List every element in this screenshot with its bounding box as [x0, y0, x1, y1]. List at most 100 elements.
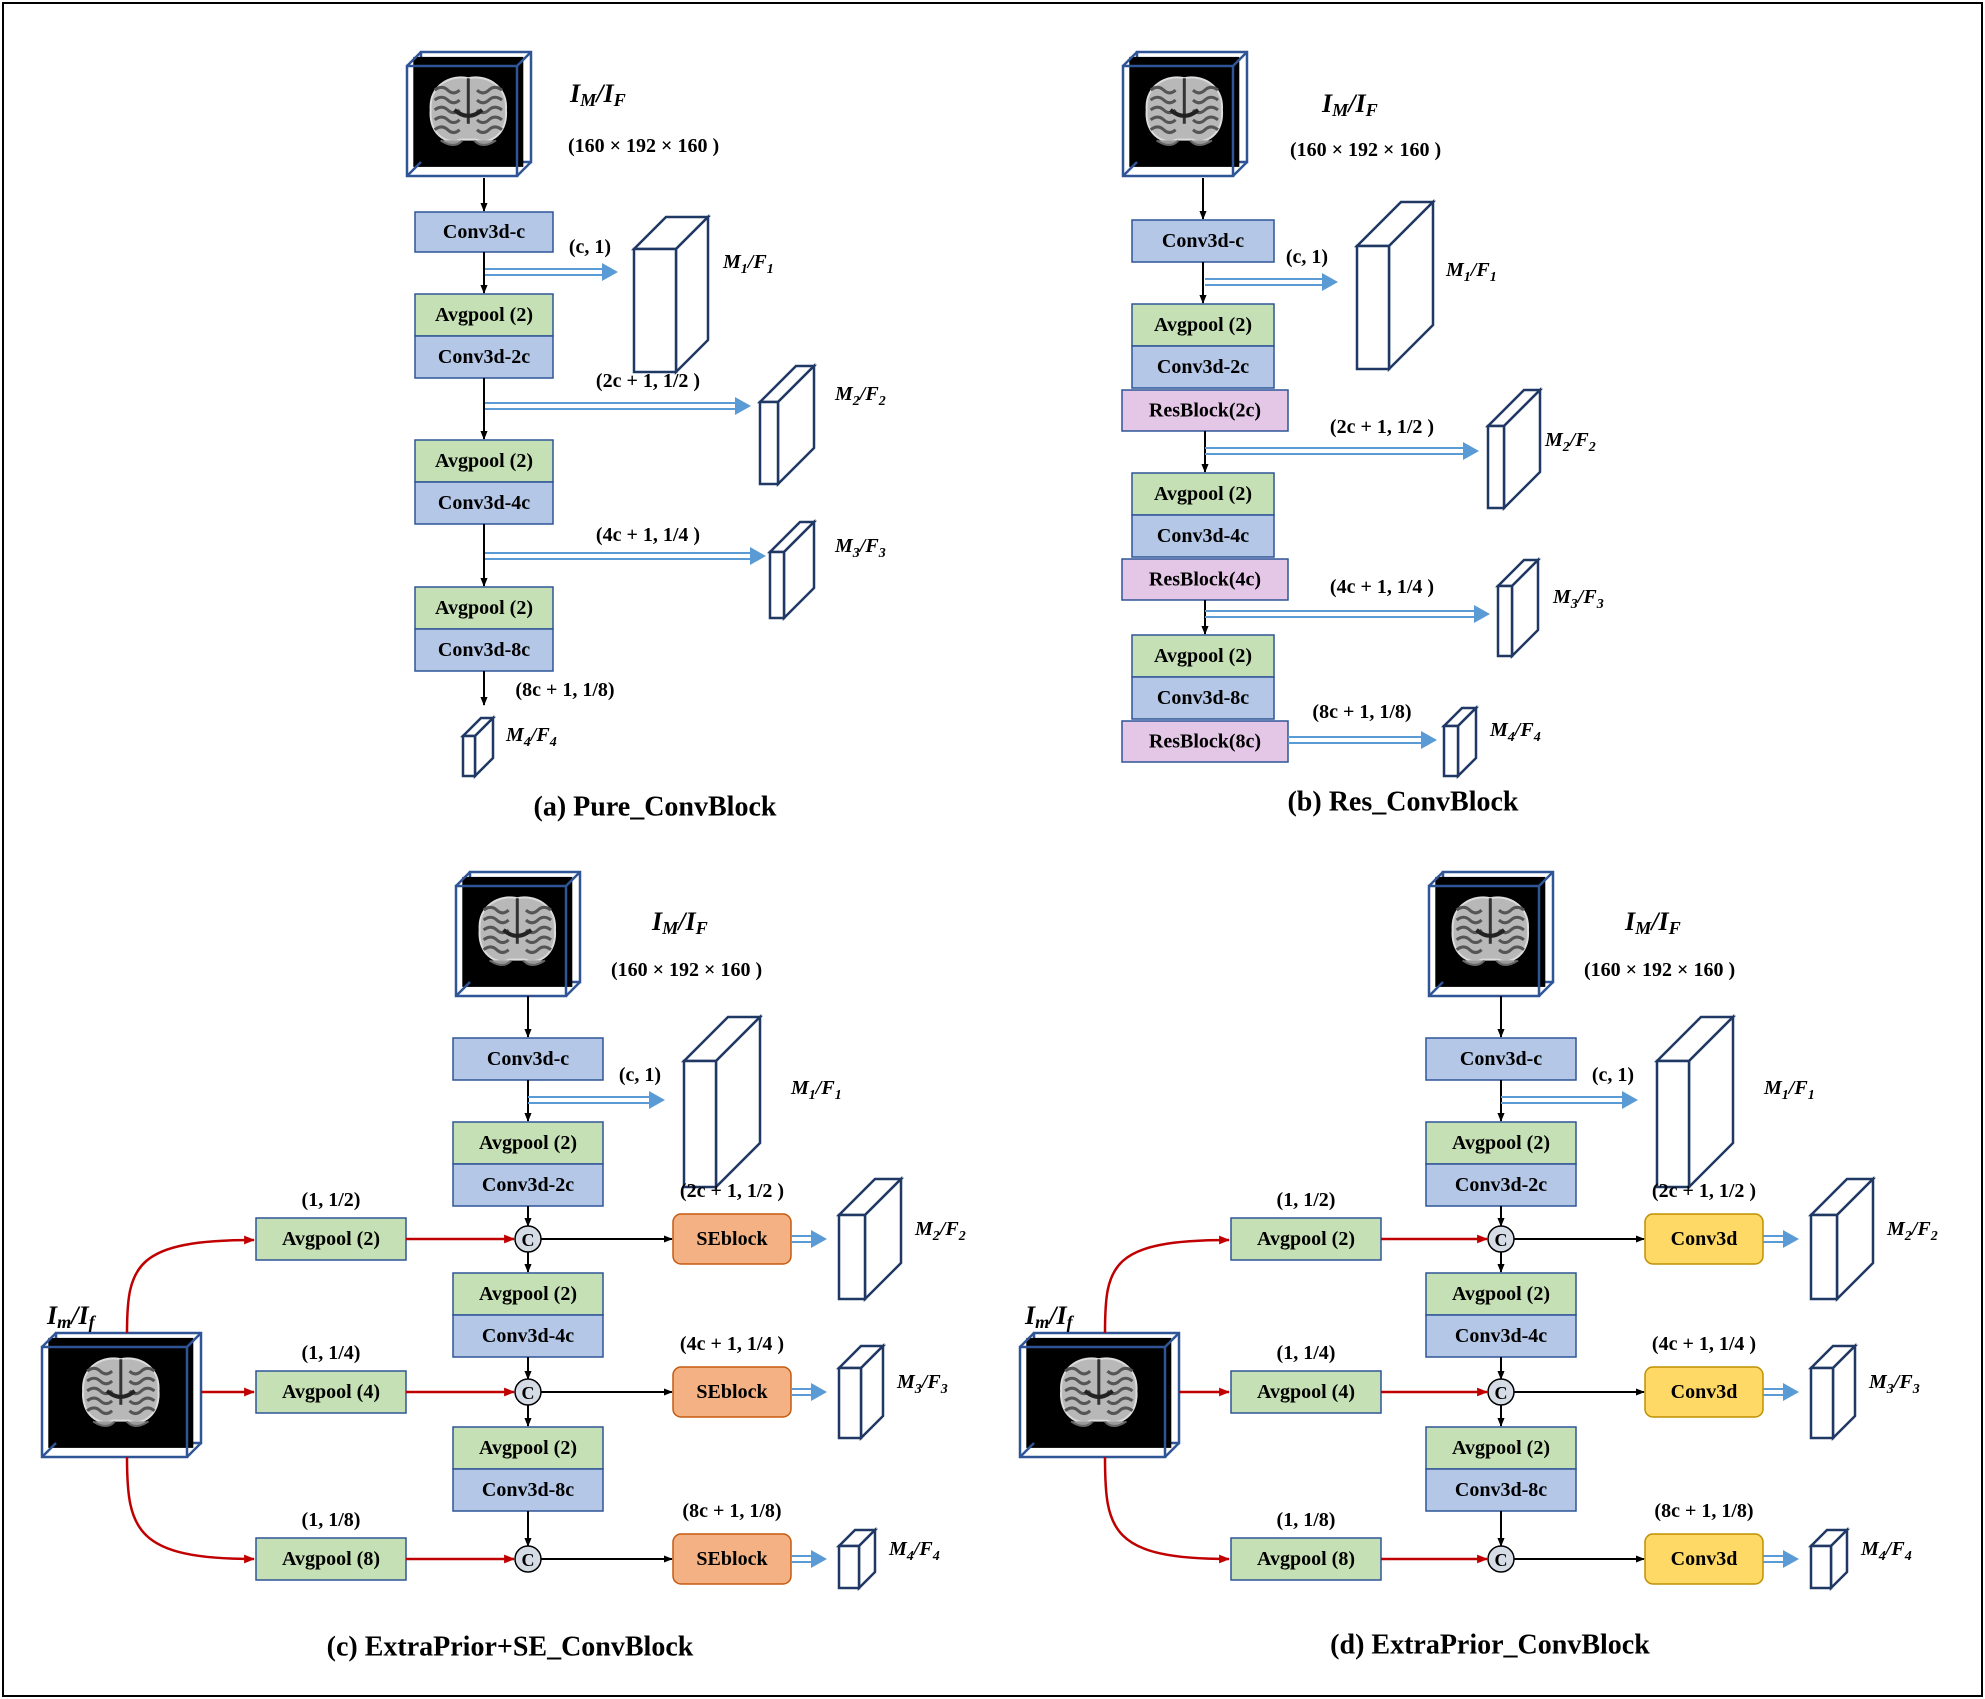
c-fm3: [837, 1366, 863, 1440]
c-seblock-3: [672, 1533, 792, 1585]
b-res-4c-label: ResBlock(4c): [1149, 569, 1261, 591]
a-out-2-head: [735, 397, 751, 415]
a-out-1-head: [602, 263, 618, 281]
d-concat-2-label: C: [1495, 1383, 1508, 1403]
d-concat-1-label: C: [1495, 1230, 1508, 1250]
a-s3: (4c + 1, 1/4 ): [596, 524, 700, 546]
c-prior-scale-2: (1, 1/4): [302, 1342, 361, 1364]
a-f3: M3/F3: [834, 535, 886, 561]
b-input-label: IM/IF: [1321, 89, 1378, 121]
c-scale-3: (8c + 1, 1/8): [682, 1500, 781, 1522]
c-f1: M1/F1: [790, 1077, 842, 1103]
d-prior-cube-edge: [1019, 1442, 1035, 1458]
d-scale-2: (4c + 1, 1/4 ): [1652, 1333, 1756, 1355]
d-prior-pool-2-label: Avgpool (4): [1257, 1381, 1355, 1403]
c-fm4: [837, 1544, 861, 1590]
a-s2: (2c + 1, 1/2 ): [596, 370, 700, 392]
b-fm2: [1486, 424, 1506, 510]
c-prior-cube-edge: [186, 1332, 202, 1348]
b-res-2c: [1121, 389, 1289, 432]
a-input-cube-edge: [406, 161, 422, 177]
b-avgpool-3: [1131, 634, 1275, 678]
d-s1: (c, 1): [1592, 1064, 1634, 1086]
b-f3: M3/F3: [1552, 586, 1604, 612]
d-conv-2-label: Conv3d-4c: [1455, 1325, 1547, 1347]
a-s1: (c, 1): [569, 236, 611, 258]
b-out-1-head: [1322, 273, 1338, 291]
c-s1: (c, 1): [619, 1064, 661, 1086]
c-prior-curve-3: [125, 1456, 256, 1564]
c-input-cube-edge: [455, 981, 471, 997]
b-out-4-head: [1421, 731, 1437, 749]
d-avgpool-2-label: Avgpool (2): [1452, 1283, 1550, 1305]
d-scale-1: (2c + 1, 1/2 ): [1652, 1180, 1756, 1202]
c-prior-pool-2-label: Avgpool (4): [282, 1381, 380, 1403]
d-prior-pool-1: [1230, 1217, 1382, 1261]
c-fm1: [682, 1059, 718, 1189]
b-conv-c-label: Conv3d-c: [1162, 230, 1244, 252]
b-size-label: (160 × 192 × 160 ): [1290, 139, 1441, 161]
b-res-8c: [1121, 720, 1289, 763]
c-conv-3: [452, 1468, 604, 1512]
b-f2: M2/F2: [1544, 429, 1596, 455]
b-conv-4c: [1131, 514, 1275, 558]
d-caption: (d) ExtraPrior_ConvBlock: [1330, 1630, 1650, 1661]
d-prior-curve-3: [1103, 1456, 1231, 1564]
c-prior-pool-3: [255, 1537, 407, 1581]
a-out-3-head: [750, 547, 766, 565]
c-conv-2-label: Conv3d-4c: [482, 1325, 574, 1347]
d-prior-label: Im/If: [1024, 1301, 1075, 1333]
d-conv-c-label: Conv3d-c: [1460, 1048, 1542, 1070]
c-prior-cube-edge: [186, 1442, 202, 1458]
d-prior-cube-brain: [1060, 1357, 1138, 1427]
c-input-cube-edge: [565, 981, 581, 997]
c-input-label: IM/IF: [651, 907, 708, 939]
d-conv-3: [1425, 1468, 1577, 1512]
c-concat-2-label: C: [522, 1383, 535, 1403]
a-avgpool-1-label: Avgpool (2): [435, 304, 533, 326]
c-conv-3-label: Conv3d-8c: [482, 1479, 574, 1501]
a-fm4: [461, 734, 477, 778]
c-prior-label: Im/If: [46, 1301, 97, 1333]
c-prior-pool-3-label: Avgpool (8): [282, 1548, 380, 1570]
a-f2: M2/F2: [834, 383, 886, 409]
c-prior-curve-1: [125, 1235, 256, 1334]
d-conv3d-label-1: Conv3d: [1671, 1228, 1738, 1250]
b-conv-4c-label: Conv3d-4c: [1157, 525, 1249, 547]
a-input-cube-brain: [429, 76, 507, 146]
c-seblock-label-1: SEblock: [696, 1228, 768, 1250]
d-out-b3-head: [1783, 1550, 1799, 1568]
c-out-1: [528, 1096, 651, 1104]
d-avgpool-3: [1425, 1426, 1577, 1470]
d-input-cube-edge: [1538, 981, 1554, 997]
b-out-1: [1205, 278, 1324, 286]
b-avgpool-1: [1131, 303, 1275, 347]
d-fm4: [1809, 1544, 1833, 1590]
a-out-1: [485, 268, 604, 276]
d-fm3: [1809, 1366, 1835, 1440]
a-avgpool-2-label: Avgpool (2): [435, 450, 533, 472]
c-f3: M3/F3: [896, 1371, 948, 1397]
d-input-cube-edge: [1428, 871, 1444, 887]
d-size-label: (160 × 192 × 160 ): [1584, 959, 1735, 981]
d-input-cube-edge: [1428, 981, 1444, 997]
b-res-8c-label: ResBlock(8c): [1149, 731, 1261, 753]
b-input-cube-edge: [1232, 51, 1248, 67]
b-res-2c-label: ResBlock(2c): [1149, 400, 1261, 422]
b-input-cube-edge: [1122, 51, 1138, 67]
c-out-b1: [791, 1235, 813, 1243]
d-prior-cube-front: [1018, 1345, 1167, 1459]
c-avgpool-1-label: Avgpool (2): [479, 1132, 577, 1154]
d-fm2: [1809, 1213, 1839, 1301]
c-f4: M4/F4: [888, 1538, 940, 1564]
c-out-1-head: [649, 1091, 665, 1109]
b-input-cube-edge: [1232, 161, 1248, 177]
d-f3: M3/F3: [1868, 1371, 1920, 1397]
a-conv-8c-label: Conv3d-8c: [438, 639, 530, 661]
c-prior-pool-1-label: Avgpool (2): [282, 1228, 380, 1250]
d-prior-scale-3: (1, 1/8): [1277, 1509, 1336, 1531]
a-s4: (8c + 1, 1/8): [515, 679, 614, 701]
a-conv-4c-label: Conv3d-4c: [438, 492, 530, 514]
